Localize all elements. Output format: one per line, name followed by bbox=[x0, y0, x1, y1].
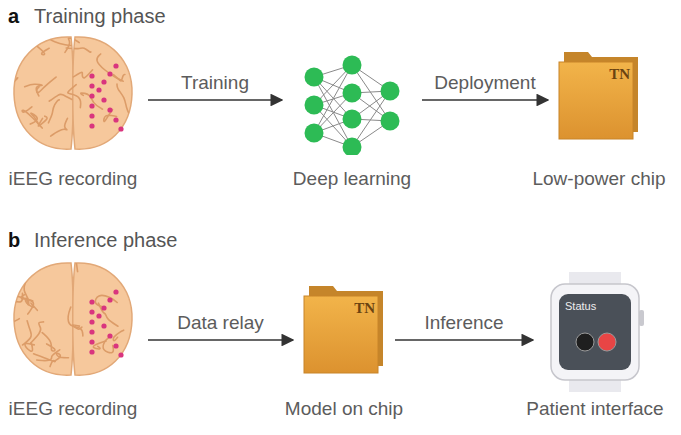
edge-label: Training bbox=[179, 72, 251, 94]
brain-hemisphere bbox=[73, 263, 132, 375]
panel-letter: b bbox=[8, 228, 20, 252]
chip-body bbox=[559, 62, 633, 139]
chip-illustration bbox=[558, 52, 640, 140]
arrow-connector bbox=[148, 339, 293, 341]
chip-illustration bbox=[303, 286, 385, 374]
edge-label: Data relay bbox=[175, 312, 266, 334]
brain-gyri bbox=[8, 258, 138, 367]
node-caption: iEEG recording bbox=[9, 168, 138, 190]
panel-heading: Training phase bbox=[34, 4, 166, 28]
node-caption: Low-power chip bbox=[532, 168, 665, 190]
node-caption: Patient interface bbox=[526, 398, 663, 420]
chip-logo: TN bbox=[354, 300, 375, 316]
network-neurons bbox=[305, 56, 400, 156]
watch-face bbox=[559, 294, 631, 370]
watch-body bbox=[551, 284, 639, 380]
edge-label: Inference bbox=[422, 312, 505, 334]
node-caption: iEEG recording bbox=[9, 398, 138, 420]
screen-title: Status bbox=[565, 300, 596, 313]
node-caption: Model on chip bbox=[285, 398, 403, 420]
chip-body bbox=[304, 296, 378, 373]
watch-node: StatusPatient interface bbox=[543, 272, 647, 392]
watch-illustration bbox=[543, 272, 647, 392]
chip-node: TNModel on chip bbox=[303, 286, 385, 374]
arrow-connector bbox=[422, 99, 548, 101]
status-light bbox=[576, 333, 594, 351]
brain-hemisphere bbox=[14, 37, 73, 149]
brain-hemisphere bbox=[14, 263, 73, 375]
panel-letter: a bbox=[8, 4, 19, 28]
brain-hemisphere bbox=[73, 37, 132, 149]
status-light bbox=[598, 333, 616, 351]
brain-node: iEEG recording bbox=[8, 258, 138, 380]
brain-node: iEEG recording bbox=[8, 32, 138, 154]
arrow-connector bbox=[148, 99, 282, 101]
chip-logo: TN bbox=[609, 66, 630, 82]
brain-illustration bbox=[8, 258, 138, 380]
chip-node: TNLow-power chip bbox=[558, 52, 640, 140]
arrow-connector bbox=[395, 339, 533, 341]
net-node: Deep learning bbox=[292, 55, 412, 155]
electrode-dots bbox=[89, 63, 123, 131]
network-links bbox=[314, 65, 390, 147]
brain-illustration bbox=[8, 32, 138, 154]
electrode-dots bbox=[89, 289, 123, 357]
edge-label: Deployment bbox=[432, 72, 537, 94]
brain-gyri bbox=[8, 32, 130, 136]
panel-heading: Inference phase bbox=[34, 228, 177, 252]
node-caption: Deep learning bbox=[293, 168, 411, 190]
net-illustration bbox=[292, 55, 412, 155]
